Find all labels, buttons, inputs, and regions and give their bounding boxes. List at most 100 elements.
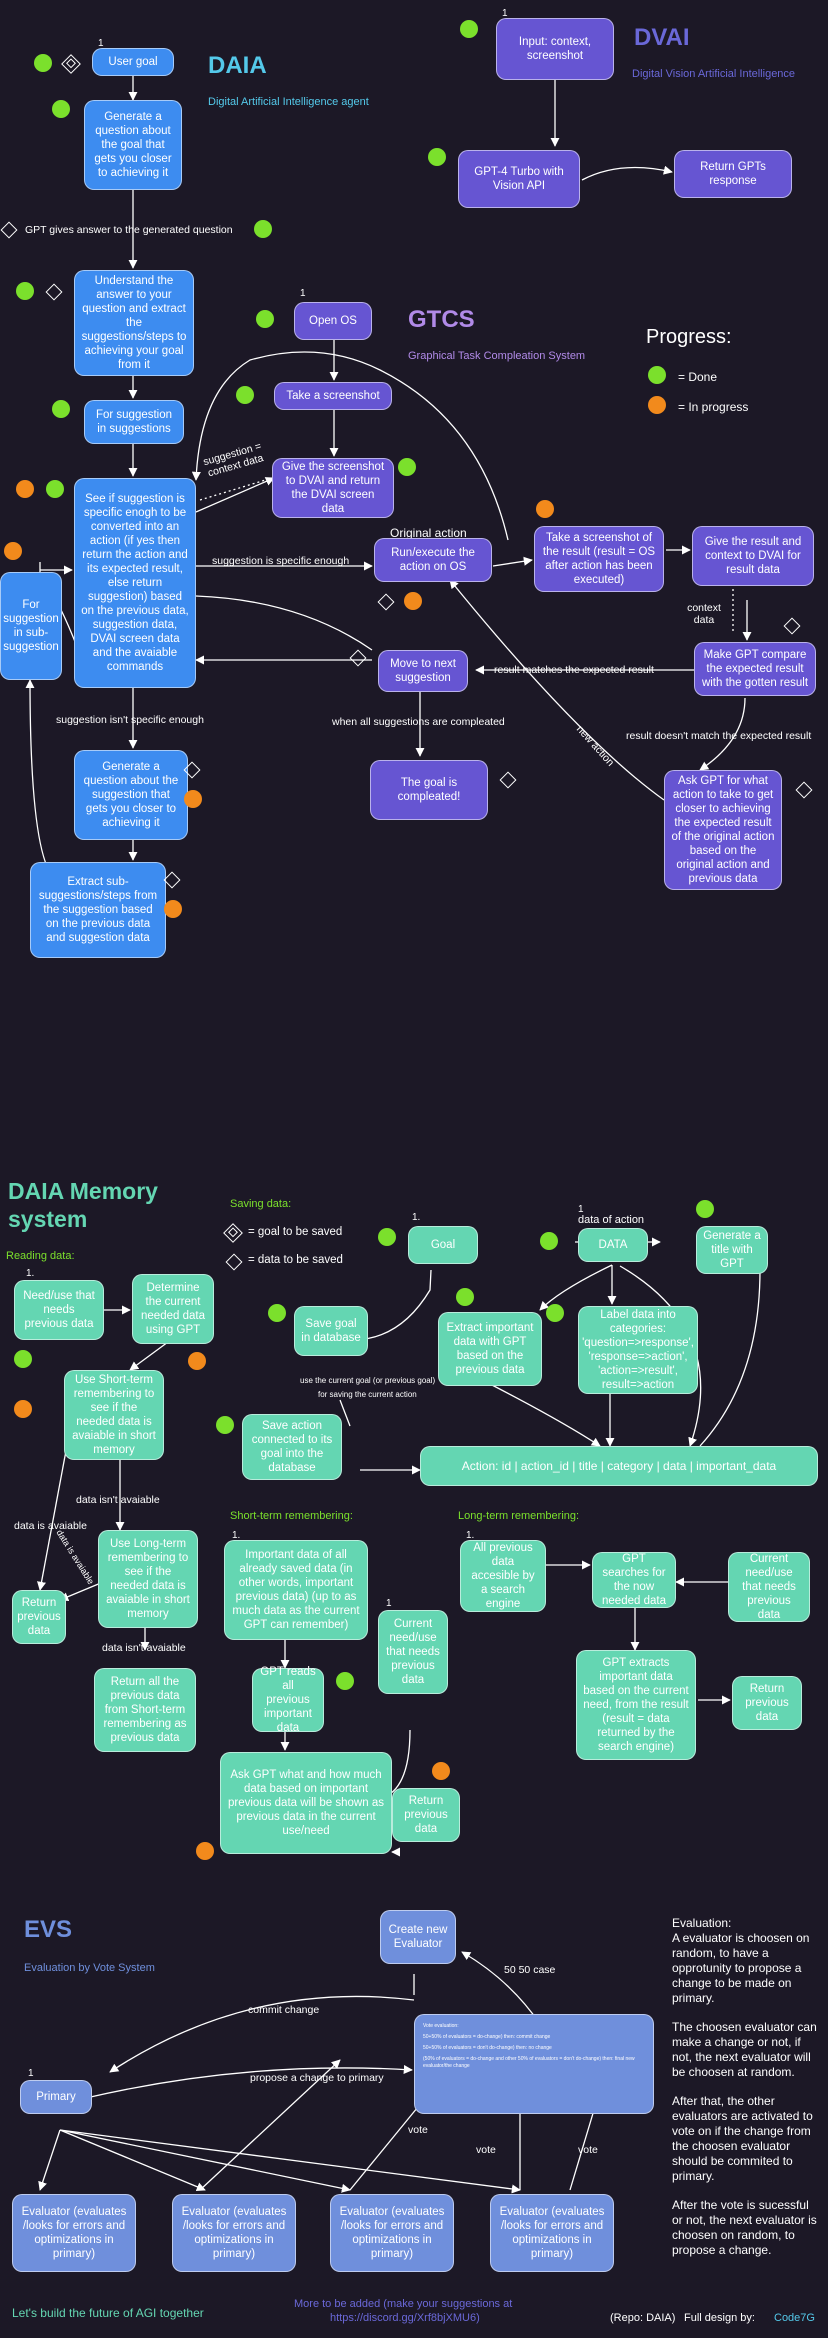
all-previous-node[interactable]: All previous data accesible by a search … bbox=[460, 1540, 546, 1612]
gpt-answer-label: GPT gives answer to the generated questi… bbox=[25, 224, 233, 236]
in-progress-dot bbox=[404, 592, 422, 610]
data-is-label-2: data is avaiable bbox=[54, 1527, 97, 1587]
give-result-node[interactable]: Give the result and context to DVAI for … bbox=[692, 526, 814, 586]
done-dot bbox=[546, 1304, 564, 1322]
in-progress-legend: = In progress bbox=[678, 400, 749, 414]
specific-enough-label: suggestion is specific enough bbox=[212, 555, 350, 567]
goal-node[interactable]: Goal bbox=[408, 1226, 478, 1264]
propose-label: propose a change to primary bbox=[250, 2072, 384, 2084]
take-result-node[interactable]: Take a screenshot of the result (result … bbox=[534, 526, 664, 592]
dvai-subtitle: Digital Vision Artificial Intelligence bbox=[632, 68, 796, 80]
save-action-node[interactable]: Save action connected to its goal into t… bbox=[242, 1414, 342, 1480]
important-all-node[interactable]: Important data of all already saved data… bbox=[224, 1540, 368, 1640]
move-next-node[interactable]: Move to next suggestion bbox=[378, 650, 468, 692]
use-current-goal-label: use the current goal (or previous goal) bbox=[300, 1376, 436, 1385]
evs-subtitle: Evaluation by Vote System bbox=[24, 1962, 155, 1974]
done-dot bbox=[52, 100, 70, 118]
run-action-node[interactable]: Run/execute the action on OS bbox=[374, 538, 492, 582]
data-node[interactable]: DATA bbox=[578, 1228, 648, 1262]
footer-author[interactable]: Code7G bbox=[774, 2312, 815, 2324]
done-dot bbox=[648, 366, 666, 384]
dvai-input-node[interactable]: Input: context, screenshot bbox=[496, 18, 614, 80]
goal-saved-legend: = goal to be saved bbox=[248, 1226, 343, 1238]
step-number: 1 bbox=[300, 288, 306, 299]
footer-discord-link[interactable]: https://discord.gg/Xrf8bjXMU6) bbox=[330, 2312, 480, 2324]
step-number: 1 bbox=[386, 1598, 392, 1609]
understand-node[interactable]: Understand the answer to your question a… bbox=[74, 270, 194, 376]
step-number: 1 bbox=[502, 8, 508, 19]
for-saving-label: for saving the current action bbox=[318, 1390, 417, 1399]
data-diamond bbox=[163, 871, 181, 889]
done-dot bbox=[34, 54, 52, 72]
evaluator-node-4[interactable]: Evaluator (evaluates /looks for errors a… bbox=[490, 2194, 614, 2272]
explanation-3: After that, the other evaluators are act… bbox=[672, 2094, 813, 2183]
gpt-reads-node[interactable]: GPT reads all previous important data bbox=[252, 1666, 324, 1734]
return-previous-node[interactable]: Return previous data bbox=[12, 1590, 66, 1644]
use-long-node[interactable]: Use Long-term remembering to see if the … bbox=[98, 1530, 198, 1628]
data-diamond bbox=[349, 649, 367, 667]
step-number: 1. bbox=[466, 1530, 475, 1541]
data-diamond bbox=[783, 617, 801, 635]
for-suggestion-node[interactable]: For suggestion in suggestions bbox=[84, 400, 184, 444]
done-dot bbox=[378, 1228, 396, 1246]
evaluator-node-1[interactable]: Evaluator (evaluates /looks for errors a… bbox=[12, 2194, 136, 2272]
primary-node[interactable]: Primary bbox=[20, 2080, 92, 2114]
action-record-node[interactable]: Action: id | action_id | title | categor… bbox=[420, 1446, 818, 1486]
extract-sub-node[interactable]: Extract sub-suggestions/steps from the s… bbox=[30, 862, 166, 958]
done-dot bbox=[16, 282, 34, 300]
compare-node[interactable]: Make GPT compare the expected result wit… bbox=[694, 642, 816, 696]
return-all-node[interactable]: Return all the previous data from Short-… bbox=[94, 1668, 196, 1752]
in-progress-dot bbox=[184, 790, 202, 808]
ask-how-node[interactable]: Ask GPT what and how much data based on … bbox=[220, 1752, 392, 1854]
done-dot bbox=[336, 1672, 354, 1690]
return-previous3-node[interactable]: Return previous data bbox=[732, 1676, 802, 1730]
data-diamond bbox=[499, 771, 517, 789]
label-data-node[interactable]: Label data into categories: 'question=>r… bbox=[578, 1306, 698, 1394]
goal-completed-node[interactable]: The goal is compleated! bbox=[370, 760, 488, 820]
user-goal-node[interactable]: User goal bbox=[92, 48, 174, 76]
determine-node[interactable]: Determine the current needed data using … bbox=[132, 1274, 214, 1344]
done-dot bbox=[460, 20, 478, 38]
generate-question2-node[interactable]: Generate a question about the suggestion… bbox=[74, 750, 188, 840]
ask-gpt-node[interactable]: Ask GPT for what action to take to get c… bbox=[664, 770, 782, 890]
in-progress-dot bbox=[164, 900, 182, 918]
need-use-node[interactable]: Need/use that needs previous data bbox=[14, 1280, 104, 1340]
evaluator-node-2[interactable]: Evaluator (evaluates /looks for errors a… bbox=[172, 2194, 296, 2272]
done-dot bbox=[254, 220, 272, 238]
in-progress-dot bbox=[14, 1400, 32, 1418]
current-need-node[interactable]: Current need/use that needs previous dat… bbox=[378, 1610, 448, 1694]
current-need2-node[interactable]: Current need/use that needs previous dat… bbox=[728, 1552, 810, 1622]
generate-title-node[interactable]: Generate a title with GPT bbox=[696, 1226, 768, 1274]
give-screenshot-node[interactable]: Give the screenshot to DVAI and return t… bbox=[272, 458, 394, 518]
done-dot bbox=[52, 400, 70, 418]
in-progress-dot bbox=[188, 1352, 206, 1370]
step-number: 1 bbox=[578, 1204, 584, 1215]
gpt-extracts-node[interactable]: GPT extracts important data based on the… bbox=[576, 1650, 696, 1760]
long-term-title: Long-term remembering: bbox=[458, 1510, 580, 1522]
use-short-node[interactable]: Use Short-term remembering to see if the… bbox=[64, 1370, 164, 1460]
create-evaluator-node[interactable]: Create new Evaluator bbox=[380, 1910, 456, 1964]
daia-subtitle: Digital Artificial Intelligence agent bbox=[208, 96, 369, 108]
gpt-searches-node[interactable]: GPT searches for the now needed data bbox=[592, 1552, 676, 1608]
gpt4-vision-node[interactable]: GPT-4 Turbo with Vision API bbox=[458, 150, 580, 208]
for-sub-suggestion-node[interactable]: For suggestion in sub-suggestion bbox=[0, 572, 62, 680]
step-number: 1. bbox=[412, 1212, 421, 1223]
done-dot bbox=[428, 148, 446, 166]
footer-tagline: Let's build the future of AGI together bbox=[12, 2306, 204, 2320]
short-term-title: Short-term remembering: bbox=[230, 1510, 353, 1522]
return-previous2-node[interactable]: Return previous data bbox=[392, 1788, 460, 1842]
extract-important-node[interactable]: Extract important data with GPT based on… bbox=[438, 1312, 542, 1386]
see-if-specific-node[interactable]: See if suggestion is specific enogh to b… bbox=[74, 478, 196, 688]
footer-more-1: More to be added (make your suggestions … bbox=[294, 2298, 513, 2310]
done-dot bbox=[268, 1304, 286, 1322]
data-diamond bbox=[45, 283, 63, 301]
step-number: 1 bbox=[98, 38, 104, 49]
generate-question-node[interactable]: Generate a question about the goal that … bbox=[84, 100, 182, 190]
evaluator-node-3[interactable]: Evaluator (evaluates /looks for errors a… bbox=[330, 2194, 454, 2272]
open-os-node[interactable]: Open OS bbox=[294, 302, 372, 340]
vote-evaluation-node[interactable]: Vote evaluation: 50+50% of evaluators = … bbox=[414, 2014, 654, 2114]
save-goal-node[interactable]: Save goal in database bbox=[294, 1306, 368, 1356]
return-gpt-node[interactable]: Return GPTs response bbox=[674, 150, 792, 198]
data-isnt-label: data isn't avaiable bbox=[76, 1494, 160, 1506]
take-screenshot-node[interactable]: Take a screenshot bbox=[274, 382, 392, 410]
